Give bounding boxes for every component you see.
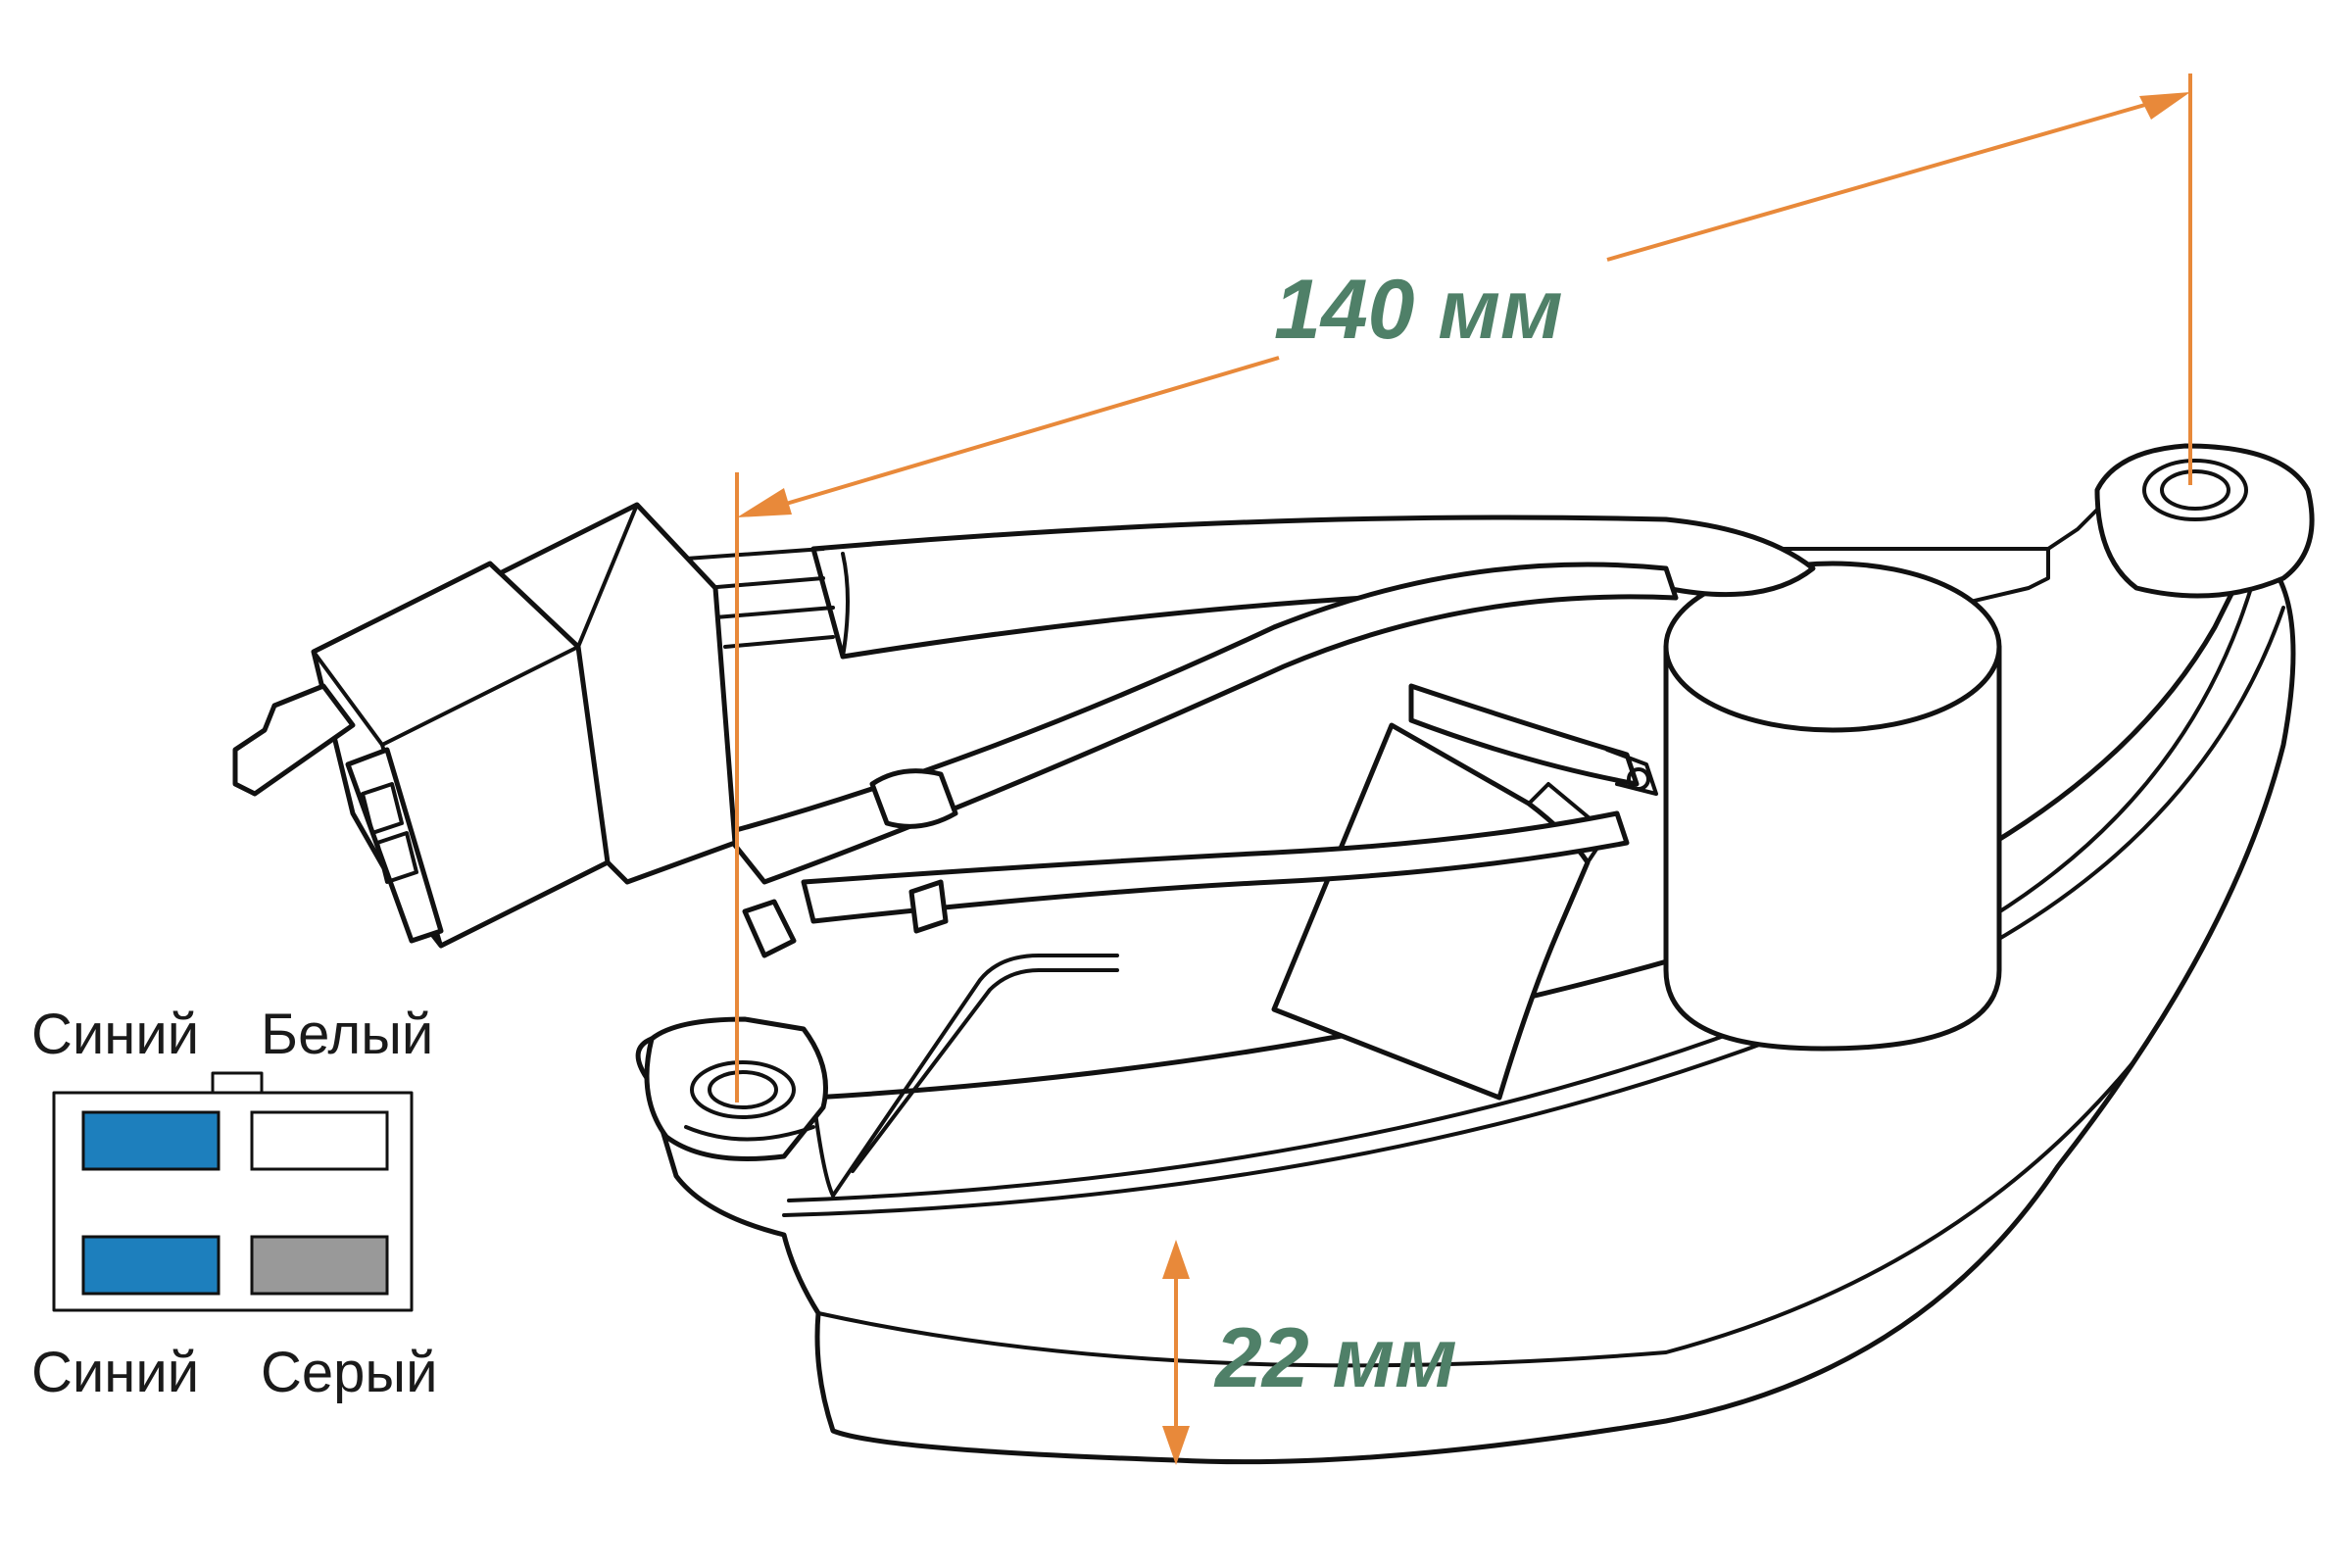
pin-label-bottom-right: Серый — [261, 1341, 438, 1404]
dimension-length-label: 140 мм — [1274, 263, 1563, 357]
connector-pinout — [52, 1071, 414, 1312]
pin-bottom-left — [81, 1235, 220, 1296]
wire-bundle — [722, 514, 1816, 958]
pin-label-top-right: Белый — [261, 1003, 433, 1066]
dimension-height — [1162, 1240, 1190, 1465]
dimension-height-label: 22 мм — [1213, 1311, 1457, 1405]
dimension-length — [735, 74, 2192, 1102]
pin-label-bottom-left: Синий — [31, 1341, 199, 1404]
pin-top-right — [250, 1110, 389, 1171]
capacitor-cylinder — [1663, 561, 2002, 1052]
pin-bottom-right — [250, 1235, 389, 1296]
connector-plug — [232, 502, 835, 949]
pin-label-top-left: Синий — [31, 1003, 199, 1066]
pin-top-left — [81, 1110, 220, 1171]
